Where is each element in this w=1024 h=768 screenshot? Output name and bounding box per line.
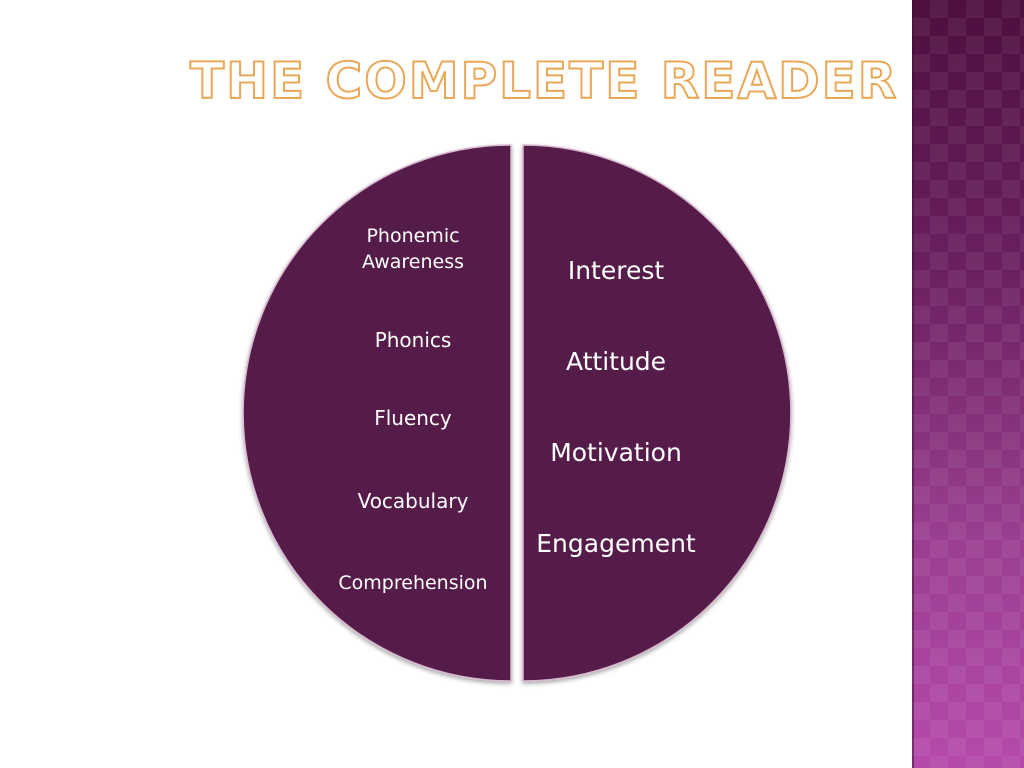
right-item-attitude: Attitude (565, 347, 667, 376)
right-item-interest: Interest (567, 256, 665, 285)
diamond-pattern (912, 0, 1024, 768)
right-half-circle (522, 144, 792, 682)
left-item-comprehension: Comprehension (338, 572, 488, 594)
left-half-circle (242, 144, 512, 682)
right-item-motivation: Motivation (550, 438, 682, 467)
band-edge (912, 0, 914, 768)
left-item-phonics: Phonics (374, 328, 452, 352)
left-item-fluency: Fluency (374, 406, 452, 430)
left-item-awareness: Awareness (361, 251, 465, 273)
decorative-side-band (912, 0, 1024, 768)
left-item-phonemic: Phonemic (366, 225, 460, 247)
right-item-engagement: Engagement (536, 529, 696, 558)
split-circle-diagram (242, 144, 792, 682)
left-item-vocabulary: Vocabulary (357, 489, 469, 513)
slide-title: The Complete Reader (189, 51, 899, 111)
